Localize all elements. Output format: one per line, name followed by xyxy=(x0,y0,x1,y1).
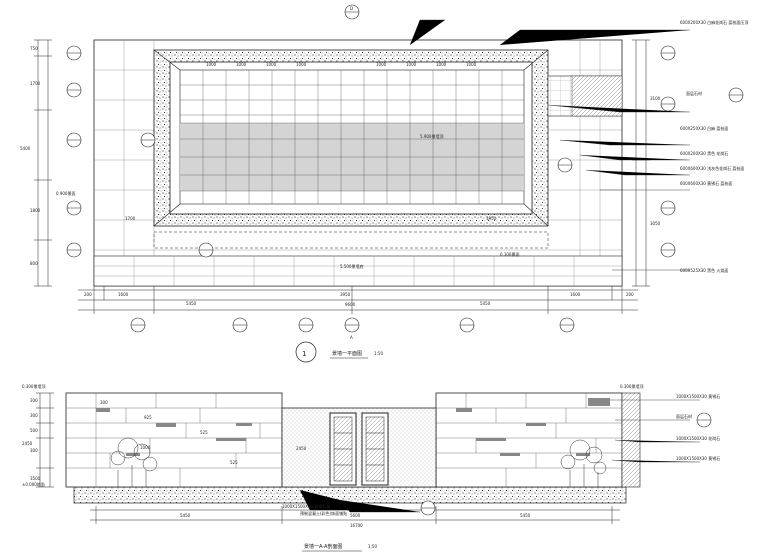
plan-note-0: 600X200X30 白麻花岗石 荔枝面压顶 xyxy=(680,19,748,25)
plan-level-right: 0.300景面 xyxy=(500,251,519,257)
section-note-0: 1000X1500X30 黄锈石 xyxy=(676,393,720,399)
svg-text:9600: 9600 xyxy=(345,302,356,307)
section-note-4: 1000X1500X50 黄锈石板 xyxy=(282,503,330,509)
svg-text:200: 200 xyxy=(626,292,634,297)
plan-leaders xyxy=(409,19,690,271)
svg-text:D: D xyxy=(350,6,353,11)
svg-text:A: A xyxy=(350,335,353,340)
svg-text:5600: 5600 xyxy=(350,513,361,518)
plan-right-dims xyxy=(632,39,650,287)
svg-text:300: 300 xyxy=(30,413,38,418)
plan-level-left: 0.900景面 xyxy=(56,190,75,196)
svg-text:300: 300 xyxy=(30,398,38,403)
svg-text:1600: 1600 xyxy=(570,292,581,297)
svg-text:1000: 1000 xyxy=(236,62,247,67)
svg-text:200: 200 xyxy=(84,292,92,297)
svg-text:800: 800 xyxy=(30,261,38,266)
svg-text:1000: 1000 xyxy=(296,62,307,67)
section-wall-left xyxy=(65,392,283,488)
svg-text:3500: 3500 xyxy=(30,476,41,481)
section-view: 300 300 500 300 2450 3500 0.300景墙顶 0.300… xyxy=(22,383,720,552)
svg-text:5450: 5450 xyxy=(186,301,197,306)
svg-text:3100: 3100 xyxy=(650,96,661,101)
section-dark-blocks-right xyxy=(456,398,610,456)
plan-note-6: 600X525X30 黑色 火烧面 xyxy=(680,267,728,273)
plan-left-dims xyxy=(34,39,52,287)
plan-bottom-dims xyxy=(78,286,638,314)
svg-text:1000: 1000 xyxy=(376,62,387,67)
svg-text:5450: 5450 xyxy=(520,513,531,518)
plan-marker-dividers xyxy=(67,11,743,326)
section-center-panel xyxy=(281,407,437,488)
svg-text:525: 525 xyxy=(230,460,238,465)
section-wall-right xyxy=(435,392,623,488)
svg-text:1000: 1000 xyxy=(436,62,447,67)
svg-text:525: 525 xyxy=(200,430,208,435)
plan-scale: 1:50 xyxy=(374,351,383,356)
section-level-2: ±0.000地面 xyxy=(22,481,45,487)
plan-title: 景墙一平面图 xyxy=(332,350,362,357)
svg-text:1000: 1000 xyxy=(140,445,151,450)
svg-text:300: 300 xyxy=(30,448,38,453)
svg-text:5450: 5450 xyxy=(480,301,491,306)
section-left-dims xyxy=(36,392,54,488)
plan-note-5: 600X600X30 黄锈石 荔枝面 xyxy=(680,180,732,186)
section-level-0: 0.300景墙顶 xyxy=(22,383,45,389)
svg-text:1700: 1700 xyxy=(30,81,41,86)
section-shrub-left xyxy=(110,437,158,487)
section-post-right xyxy=(621,392,641,488)
plan-view: 5.900景墙顶 5.500景墙底 0.900景面 0.300景面 1000 1… xyxy=(20,4,748,363)
svg-text:1800: 1800 xyxy=(30,208,41,213)
svg-text:1000: 1000 xyxy=(406,62,417,67)
plan-note-1: 面层石材 xyxy=(686,90,702,96)
svg-text:1000: 1000 xyxy=(466,62,477,67)
section-note-1: 面层石材 xyxy=(676,413,692,419)
section-note-2: 1000X1500X30 花岗石 xyxy=(676,435,720,441)
svg-text:1000: 1000 xyxy=(206,62,217,67)
svg-text:5450: 5450 xyxy=(180,513,191,518)
section-shrub-right xyxy=(560,439,607,487)
section-center-dim: 2450 xyxy=(296,446,307,451)
section-level-1: 0.300景墙顶 xyxy=(620,383,643,389)
plan-note-3: 600X200X30 黑色 花岗石 xyxy=(680,150,728,156)
svg-text:1700: 1700 xyxy=(125,216,136,221)
section-ground xyxy=(73,486,627,504)
plan-title-number: 1 xyxy=(302,350,306,358)
svg-text:500: 500 xyxy=(30,428,38,433)
section-blocks-right xyxy=(436,393,622,487)
section-scale: 1:50 xyxy=(368,544,377,549)
svg-text:5400: 5400 xyxy=(20,146,31,151)
section-note-3: 1000X1500X30 黄锈石 xyxy=(676,455,720,461)
plan-note-4: 600X600X30 浅灰色花岗石 荔枝面 xyxy=(680,165,744,171)
svg-text:3050: 3050 xyxy=(650,221,661,226)
svg-text:1600: 1600 xyxy=(118,292,129,297)
plan-note-2: 600X250X30 白麻 荔枝面 xyxy=(680,125,728,131)
section-note-5: 预制混凝土(彩色)饰面铺贴 xyxy=(300,510,347,516)
svg-text:300: 300 xyxy=(100,400,108,405)
plan-title-circle xyxy=(295,341,317,363)
svg-text:925: 925 xyxy=(144,415,152,420)
svg-text:750: 750 xyxy=(30,46,38,51)
svg-text:16700: 16700 xyxy=(350,523,363,528)
plan-pool-grid xyxy=(180,70,524,204)
section-title: 景墙一A-A剖面图 xyxy=(304,543,342,550)
svg-text:3950: 3950 xyxy=(486,216,497,221)
plan-level-center: 5.900景墙顶 xyxy=(420,133,443,139)
plan-bottom-strip xyxy=(93,255,623,287)
section-leaders xyxy=(299,399,700,513)
plan-level-bottom: 5.500景墙底 xyxy=(340,263,363,269)
plan-inner-dims: 1000 1000 1000 1000 1000 1000 1000 1000 … xyxy=(125,62,497,221)
svg-text:3950: 3950 xyxy=(340,292,351,297)
section-dark-blocks-left xyxy=(96,408,252,456)
svg-text:2450: 2450 xyxy=(22,441,33,446)
svg-text:1000: 1000 xyxy=(266,62,277,67)
